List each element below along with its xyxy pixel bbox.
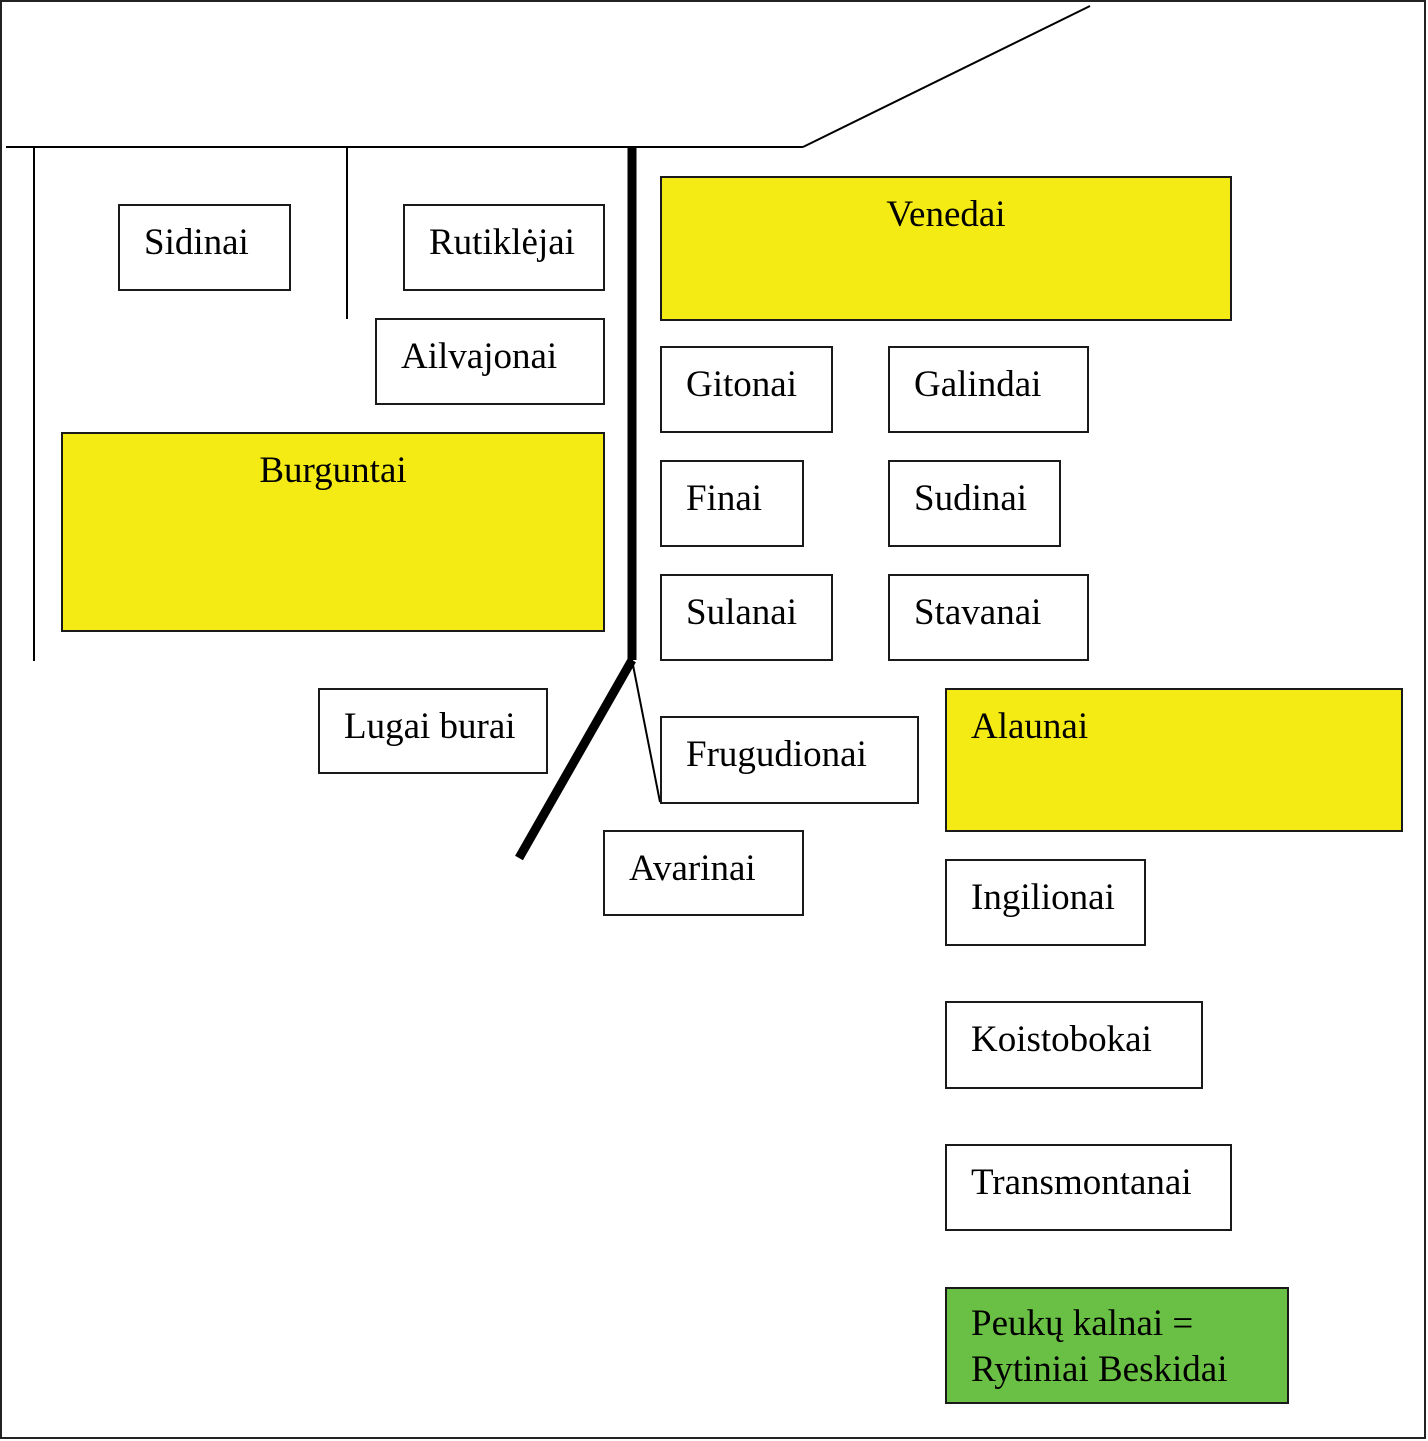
box-sudinai: Sudinai (888, 460, 1061, 547)
box-avarinai: Avarinai (603, 830, 804, 916)
box-alaunai: Alaunai (945, 688, 1403, 832)
label-transmontanai: Transmontanai (971, 1162, 1192, 1203)
thick-river-branch (515, 657, 636, 861)
label-alaunai: Alaunai (971, 706, 1089, 747)
label-finai: Finai (686, 478, 763, 519)
box-gitonai: Gitonai (660, 346, 833, 433)
label-rutiklejai: Rutiklėjai (429, 222, 575, 263)
label-sulanai: Sulanai (686, 592, 797, 633)
label-stavanai: Stavanai (914, 592, 1042, 633)
label-sidinai: Sidinai (144, 222, 249, 263)
label-avarinai: Avarinai (629, 848, 756, 889)
label-galindai: Galindai (914, 364, 1042, 405)
box-ailvajonai: Ailvajonai (375, 318, 605, 405)
box-peuku-kalnai: Peukų kalnai = Rytiniai Beskidai (945, 1287, 1289, 1404)
label-frugudionai: Frugudionai (686, 734, 867, 775)
box-galindai: Galindai (888, 346, 1089, 433)
box-koistobokai: Koistobokai (945, 1001, 1203, 1089)
box-lugai-burai: Lugai burai (318, 688, 548, 774)
label-ailvajonai: Ailvajonai (401, 336, 558, 377)
box-transmontanai: Transmontanai (945, 1144, 1232, 1231)
box-frugudionai: Frugudionai (660, 716, 919, 804)
label-venedai: Venedai (886, 194, 1006, 235)
label-ingilionai: Ingilionai (971, 877, 1115, 918)
box-stavanai: Stavanai (888, 574, 1089, 661)
box-finai: Finai (660, 460, 804, 547)
label-lugai-burai: Lugai burai (344, 706, 516, 747)
label-koistobokai: Koistobokai (971, 1019, 1152, 1060)
box-sidinai: Sidinai (118, 204, 291, 291)
box-burguntai: Burguntai (61, 432, 605, 632)
thin-river-branch (631, 659, 661, 803)
box-ingilionai: Ingilionai (945, 859, 1146, 946)
label-sudinai: Sudinai (914, 478, 1028, 519)
label-burguntai: Burguntai (259, 450, 407, 491)
box-venedai: Venedai (660, 176, 1232, 321)
box-rutiklejai: Rutiklėjai (403, 204, 605, 291)
label-peuku-kalnai-line1: Peukų kalnai = (971, 1303, 1194, 1344)
top-diagonal-line (802, 5, 1091, 148)
box-sulanai: Sulanai (660, 574, 833, 661)
label-peuku-kalnai-line2: Rytiniai Beskidai (971, 1349, 1228, 1390)
label-gitonai: Gitonai (686, 364, 797, 405)
